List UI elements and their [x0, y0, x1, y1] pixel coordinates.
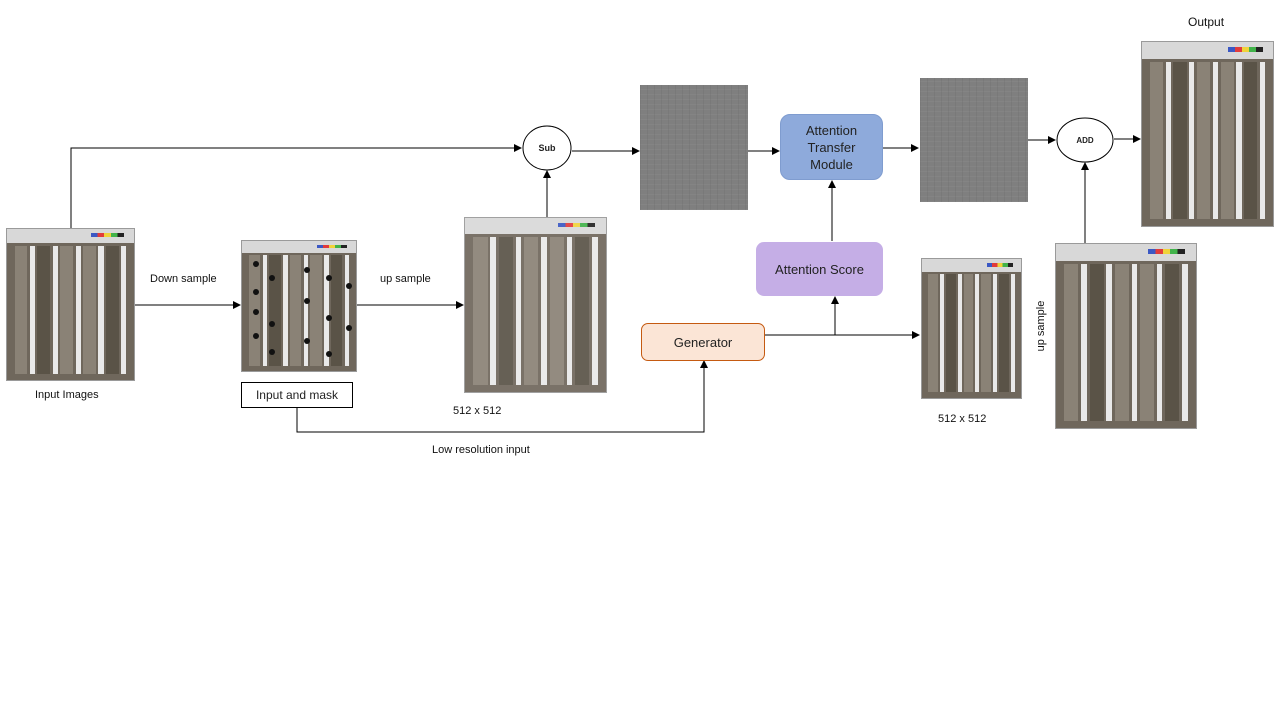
atm-line-2: Transfer	[807, 139, 856, 155]
atm-line-3: Module	[810, 156, 853, 172]
label-size-1: 512 x 512	[453, 405, 502, 417]
arrow-lowres-to-generator	[296, 360, 708, 433]
label-size-2: 512 x 512	[938, 413, 987, 425]
input-image	[6, 228, 135, 381]
label-output: Output	[1188, 15, 1225, 29]
generator-output-image	[921, 258, 1022, 399]
upsampled-generator-output-image	[1055, 243, 1197, 429]
sub-label: Sub	[538, 143, 556, 153]
generator-box: Generator	[641, 323, 765, 361]
residual-image	[640, 85, 748, 210]
sub-node	[522, 125, 572, 171]
label-low-res: Low resolution input	[432, 444, 530, 456]
label-input-images: Input Images	[35, 389, 99, 401]
input-and-mask-box: Input and mask	[241, 382, 353, 408]
output-image	[1141, 41, 1274, 227]
label-down-sample: Down sample	[150, 273, 217, 285]
upsampled-input-image	[464, 217, 607, 393]
transferred-residual-image	[920, 78, 1028, 202]
atm-line-1: Attention	[805, 122, 858, 138]
attention-transfer-module: Attention Transfer Module	[780, 114, 883, 180]
add-label: ADD	[1076, 135, 1094, 145]
masked-input-image	[241, 240, 357, 372]
label-up-sample-2: up sample	[1035, 300, 1047, 352]
add-node	[1056, 117, 1114, 163]
arrow-input-to-sub	[70, 144, 522, 228]
attention-score-box: Attention Score	[756, 242, 883, 296]
label-up-sample-1: up sample	[380, 273, 431, 285]
